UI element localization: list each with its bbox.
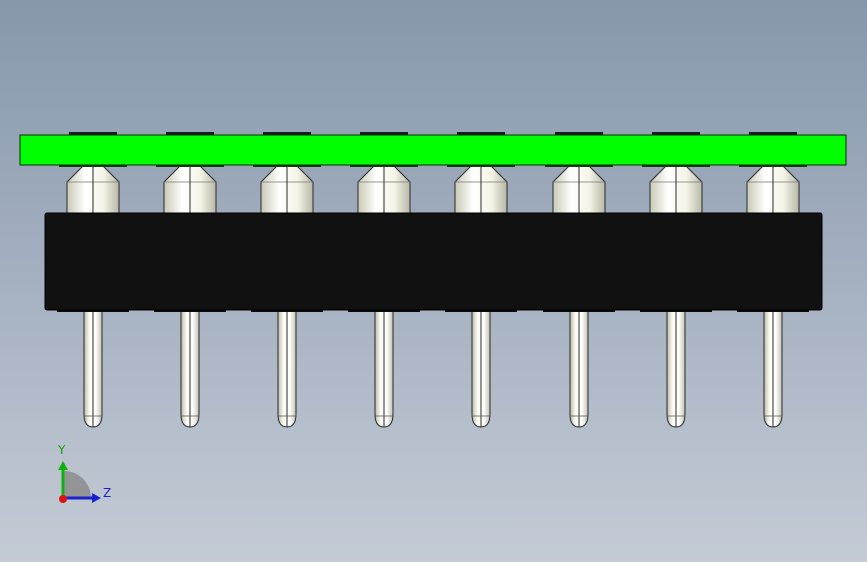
z-axis-label: Z — [103, 486, 112, 500]
origin-icon — [59, 495, 67, 503]
pin-shoulder — [447, 164, 515, 214]
pin-shoulder — [642, 164, 710, 214]
pin-shoulder — [253, 164, 321, 214]
board-tab — [749, 132, 797, 136]
pin-shoulder — [59, 164, 127, 214]
pcb-board[interactable] — [19, 134, 847, 166]
pin-tail — [348, 304, 420, 428]
board-tab — [263, 132, 311, 136]
triad-arc-icon — [64, 471, 91, 498]
pin-shoulder — [350, 164, 418, 214]
board-tab — [69, 132, 117, 136]
y-axis-arrow-icon — [58, 461, 68, 470]
axis-triad — [58, 461, 101, 503]
pin-shoulder — [156, 164, 224, 214]
header-pin-shoulders — [59, 164, 807, 214]
board-tab — [652, 132, 700, 136]
pin-shoulder — [739, 164, 807, 214]
board-solder-tabs — [69, 132, 797, 136]
z-axis-arrow-icon — [92, 493, 101, 503]
pin-tail — [154, 304, 226, 428]
pin-tail — [251, 304, 323, 428]
board-tab — [555, 132, 603, 136]
pin-shoulder — [545, 164, 613, 214]
header-pin-tails — [57, 304, 809, 428]
pin-tail — [445, 304, 517, 428]
pin-tail — [737, 304, 809, 428]
pin-tail — [543, 304, 615, 428]
pin-tail — [640, 304, 712, 428]
pin-tail — [57, 304, 129, 428]
y-axis-label: Y — [58, 443, 66, 457]
board-tab — [457, 132, 505, 136]
board-tab — [360, 132, 408, 136]
board-tab — [166, 132, 214, 136]
connector-housing[interactable] — [44, 212, 823, 311]
